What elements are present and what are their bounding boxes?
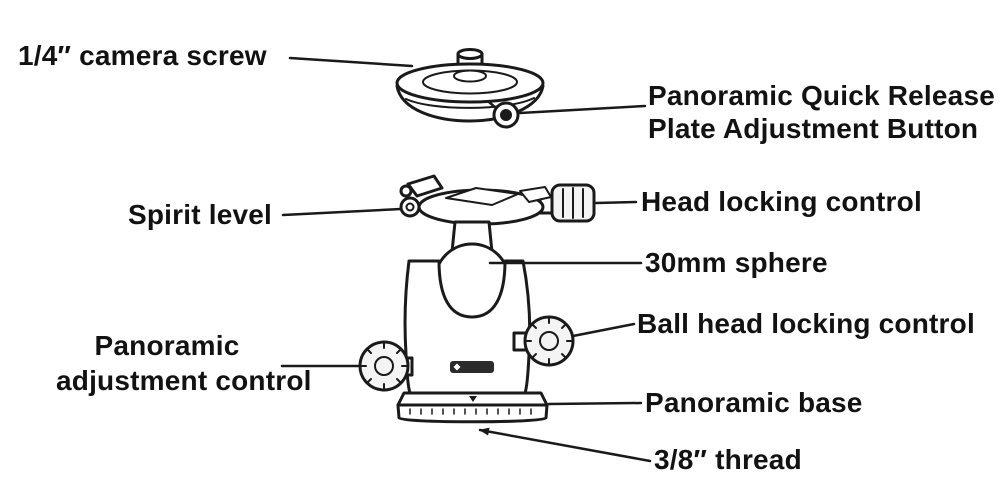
leader-head-locking — [594, 200, 638, 205]
label-ball-head-locking: Ball head locking control — [637, 308, 975, 339]
leader-camera-screw — [288, 56, 414, 68]
label-pan-adjustment: Panoramic adjustment control — [56, 328, 312, 398]
label-thread: 3/8″ thread — [654, 444, 802, 475]
label-qr-button-line2: Plate Adjustment Button — [648, 113, 979, 144]
label-qr-button: Panoramic Quick Release Plate Adjustment… — [648, 79, 995, 145]
leader-thread — [478, 427, 652, 463]
pan-adjustment-knob — [358, 340, 414, 392]
panoramic-base-part — [396, 391, 549, 424]
label-head-locking: Head locking control — [641, 186, 922, 217]
label-pan-adjustment-line2: adjustment control — [56, 365, 312, 396]
label-spirit-level: Spirit level — [128, 199, 273, 230]
leader-qr-button — [518, 104, 647, 115]
label-sphere: 30mm sphere — [645, 247, 828, 278]
label-panoramic-base: Panoramic base — [645, 387, 863, 418]
leader-spirit-level — [281, 207, 403, 217]
spirit-level-bubble — [399, 196, 421, 218]
label-qr-button-line1: Panoramic Quick Release — [648, 80, 995, 111]
index-marker — [469, 396, 477, 402]
ball-lock-knob — [512, 315, 575, 367]
quick-release-plate — [395, 48, 545, 129]
brand-logo — [450, 361, 494, 373]
label-camera-screw: 1/4″ camera screw — [18, 40, 267, 71]
leader-lines — [280, 56, 652, 463]
clamp-and-spirit-level — [399, 174, 596, 226]
label-pan-adjustment-line1: Panoramic — [94, 330, 240, 361]
leader-ball-lock — [571, 322, 636, 338]
leader-base — [547, 401, 643, 406]
